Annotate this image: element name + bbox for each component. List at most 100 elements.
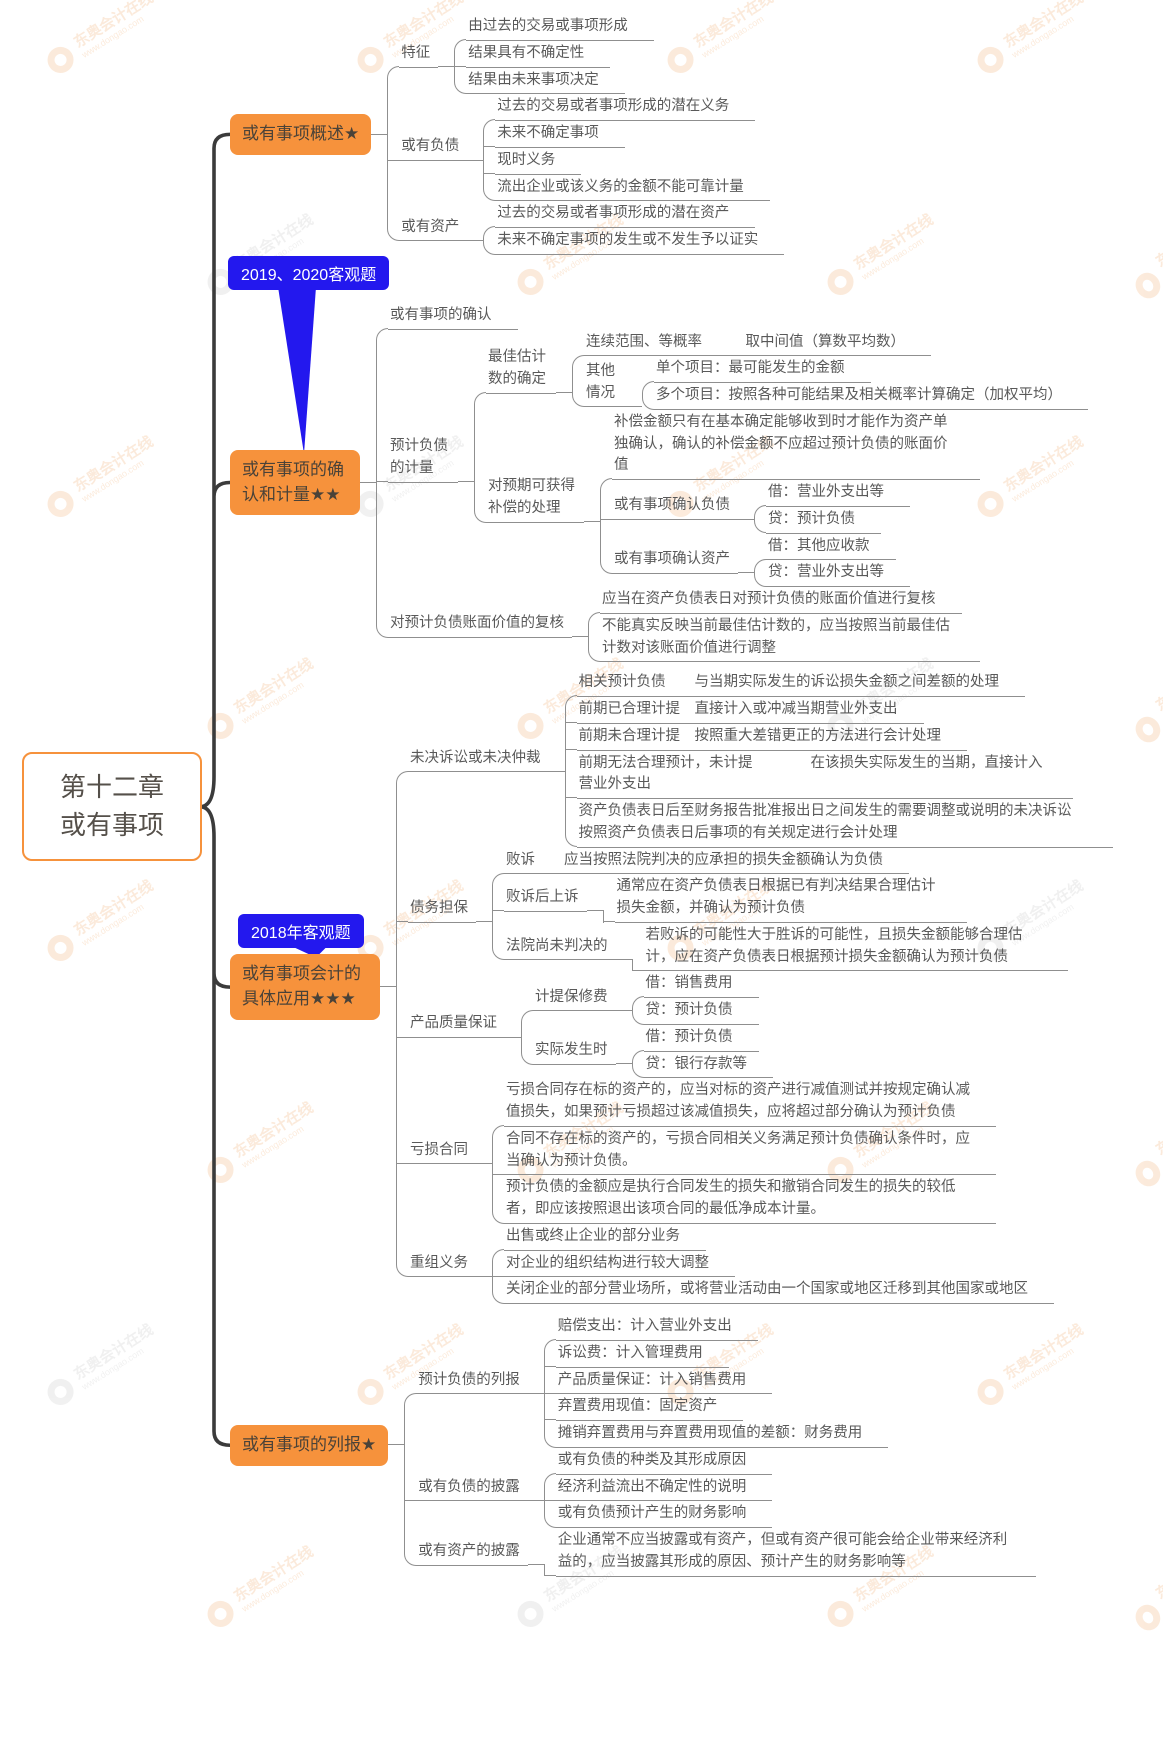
map-node: 流出企业或该义务的金额不能可靠计量 <box>483 175 770 202</box>
children-group: 通常应在资产负债表日根据已有判决结果合理估计损失金额，并确认为预计负债 <box>603 874 967 923</box>
map-node: 亏损合同 亏损合同存在标的资产的，应当对标的资产进行减值测试并按规定确认减值损失，… <box>396 1078 1113 1224</box>
map-node: 或有负债过去的交易或者事项形成的潜在义务未来不确定事项现时义务流出企业或该义务的… <box>387 94 784 202</box>
map-node: 实际发生时借：预计负债贷：银行存款等 <box>521 1025 773 1079</box>
leaf-label: 由过去的交易或事项形成 <box>466 14 654 41</box>
map-node: 未来不确定事项 <box>483 121 770 148</box>
map-node: 资产负债表日后至财务报告批准报出日之间发生的需要调整或说明的未决诉讼 按照资产负… <box>565 799 1113 848</box>
leaf-label: 弃置费用现值：固定资产 <box>555 1394 744 1421</box>
topic-label: 计提保修费 <box>533 985 616 1012</box>
map-node: 赔偿支出：计入营业外支出 <box>544 1314 889 1341</box>
leaf-label: 出售或终止企业的部分业务 <box>504 1224 706 1251</box>
map-node: 应当在资产负债表日对预计负债的账面价值进行复核 <box>588 587 980 614</box>
leaf-label: 摊销弃置费用与弃置费用现值的差额：财务费用 <box>555 1421 889 1448</box>
children-group: 单个项目：最可能发生的金额多个项目：按照各种可能结果及相关概率计算确定（加权平均… <box>642 356 1088 410</box>
leaf-label: 合同不存在标的资产的，亏损合同相关义务满足预计负债确认条件时，应当确认为预计负债… <box>504 1127 996 1176</box>
children-group: 或有事项的确认预计负债的计量最佳估计数的确定连续范围、等概率 取中间值（算数平均… <box>376 303 1088 663</box>
map-node: 未来不确定事项的发生或不发生予以证实 <box>483 228 785 255</box>
children-group: 企业通常不应当披露或有资产，但或有资产很可能会给企业带来经济利益的，应当披露其形… <box>544 1528 1036 1577</box>
map-node: 或有负债的披露或有负债的种类及其形成原因经济利益流出不确定性的说明或有负债预计产… <box>404 1448 1036 1528</box>
leaf-label: 或有事项的确认 <box>388 303 518 330</box>
leaf-label: 通常应在资产负债表日根据已有判决结果合理估计损失金额，并确认为预计负债 <box>614 874 967 923</box>
leaf-label: 不能真实反映当前最佳估计数的，应当按照当前最佳估计数对该账面价值进行调整 <box>600 614 980 663</box>
topic-label: 重组义务 <box>408 1251 476 1278</box>
leaf-label: 亏损合同存在标的资产的，应当对标的资产进行减值测试并按规定确认减值损失，如果预计… <box>504 1078 996 1127</box>
dongao-logo-icon <box>1131 1600 1163 1636</box>
leaf-label: 贷：营业外支出等 <box>766 560 910 587</box>
children-group: 预计负债的列报赔偿支出：计入营业外支出诉讼费：计入管理费用产品质量保证：计入销售… <box>404 1314 1036 1577</box>
topic-label: 或有事项确认负债 <box>612 493 738 521</box>
root-topic: 第十二章 或有事项 <box>22 752 202 862</box>
map-node: 或有资产的披露企业通常不应当披露或有资产，但或有资产很可能会给企业带来经济利益的… <box>404 1528 1036 1577</box>
leaf-label: 未来不确定事项的发生或不发生予以证实 <box>495 228 785 255</box>
map-node: 摊销弃置费用与弃置费用现值的差额：财务费用 <box>544 1421 889 1448</box>
map-node: 弃置费用现值：固定资产 <box>544 1394 889 1421</box>
topic-label: 亏损合同 <box>408 1138 476 1165</box>
leaf-label: 过去的交易或者事项形成的潜在资产 <box>495 201 756 228</box>
map-node: 经济利益流出不确定性的说明 <box>544 1475 773 1502</box>
leaf-label: 若败诉的可能性大于胜诉的可能性，且损失金额能够合理估计，应在资产负债表日根据预计… <box>643 923 1068 972</box>
leaf-label: 借：营业外支出等 <box>766 480 910 507</box>
leaf-label: 前期已合理计提 直接计入或冲减当期营业外支出 <box>576 697 924 724</box>
topic-label: 或有负债 <box>399 134 468 162</box>
leaf-label: 结果由未来事项决定 <box>466 68 625 95</box>
map-node: 过去的交易或者事项形成的潜在资产 <box>483 201 784 228</box>
children-group: 最佳估计数的确定连续范围、等概率 取中间值（算数平均数）其他情况单个项目：最可能… <box>474 330 1088 587</box>
leaf-label: 应当在资产负债表日对预计负债的账面价值进行复核 <box>600 587 962 614</box>
topic-label: 实际发生时 <box>533 1038 616 1065</box>
map-node: 败诉 应当按照法院判决的应承担的损失金额确认为负债 <box>492 848 1068 875</box>
map-node: 贷：营业外支出等 <box>754 560 910 587</box>
branch-node-1: 或有事项的确认和计量★★或有事项的确认预计负债的计量最佳估计数的确定连续范围、等… <box>230 303 1163 663</box>
branch-topic-label: 或有事项的确认和计量★★ <box>230 449 360 516</box>
map-node: 产品质量保证：计入销售费用 <box>544 1368 889 1395</box>
leaf-label: 贷：预计负债 <box>766 507 881 534</box>
children-group: 出售或终止企业的部分业务对企业的组织结构进行较大调整关闭企业的部分营业场所，或将… <box>492 1224 1054 1304</box>
map-node: 预计负债的金额应是执行合同发生的损失和撤销合同发生的损失的较低者，即应该按照退出… <box>492 1175 996 1224</box>
leaf-label: 企业通常不应当披露或有资产，但或有资产很可能会给企业带来经济利益的，应当披露其形… <box>555 1528 1036 1577</box>
children-group: 应当在资产负债表日对预计负债的账面价值进行复核不能真实反映当前最佳估计数的，应当… <box>588 587 980 663</box>
map-node: 特征由过去的交易或事项形成结果具有不确定性结果由未来事项决定 <box>387 14 784 95</box>
map-node: 借：销售费用 <box>632 971 759 998</box>
topic-label: 产品质量保证 <box>408 1011 505 1039</box>
leaf-label: 预计负债的金额应是执行合同发生的损失和撤销合同发生的损失的较低者，即应该按照退出… <box>504 1175 996 1224</box>
branch-node-3: 或有事项的列报★ 预计负债的列报赔偿支出：计入营业外支出诉讼费：计入管理费用产品质… <box>230 1314 1163 1577</box>
leaf-label: 贷：预计负债 <box>643 998 759 1025</box>
leaf-label: 资产负债表日后至财务报告批准报出日之间发生的需要调整或说明的未决诉讼 按照资产负… <box>576 799 1113 848</box>
leaf-label: 对企业的组织结构进行较大调整 <box>504 1251 735 1278</box>
map-node: 结果具有不确定性 <box>454 41 654 68</box>
children-group: 借：其他应收款贷：营业外支出等 <box>754 534 910 587</box>
map-node: 现时义务 <box>483 148 770 175</box>
map-node: 单个项目：最可能发生的金额 <box>642 356 1088 383</box>
map-node: 贷：预计负债 <box>632 998 759 1025</box>
map-node: 对预期可获得补偿的处理补偿金额只有在基本确定能够收到时才能作为资产单独确认，确认… <box>474 410 1088 587</box>
leaf-label: 流出企业或该义务的金额不能可靠计量 <box>495 175 770 202</box>
mindmap-tree: 或有事项概述★特征由过去的交易或事项形成结果具有不确定性结果由未来事项决定或有负… <box>230 14 1163 1577</box>
children-group: 过去的交易或者事项形成的潜在义务未来不确定事项现时义务流出企业或该义务的金额不能… <box>483 94 770 202</box>
map-node: 贷：预计负债 <box>754 507 910 534</box>
map-node: 诉讼费：计入管理费用 <box>544 1341 889 1368</box>
map-node: 借：其他应收款 <box>754 534 910 561</box>
leaf-label: 相关预计负债 与当期实际发生的诉讼损失金额之间差额的处理 <box>576 670 1025 697</box>
leaf-label: 现时义务 <box>495 148 582 175</box>
leaf-label: 经济利益流出不确定性的说明 <box>555 1475 773 1502</box>
callout-2019-2020-objective: 2019、2020客观题 <box>228 255 390 290</box>
map-node: 通常应在资产负债表日根据已有判决结果合理估计损失金额，并确认为预计负债 <box>603 874 967 923</box>
dongao-logo-icon <box>512 1595 549 1632</box>
map-node: 过去的交易或者事项形成的潜在义务 <box>483 94 770 121</box>
leaf-label: 关闭企业的部分营业场所，或将营业活动由一个国家或地区迁移到其他国家或地区 <box>504 1277 1054 1304</box>
children-group: 败诉 应当按照法院判决的应承担的损失金额确认为负债败诉后上诉通常应在资产负债表日… <box>492 848 1068 972</box>
topic-label: 或有负债的披露 <box>416 1475 528 1502</box>
map-node: 多个项目：按照各种可能结果及相关概率计算确定（加权平均） <box>642 383 1088 410</box>
topic-label: 或有事项确认资产 <box>612 547 738 574</box>
leaf-label: 诉讼费：计入管理费用 <box>555 1341 729 1368</box>
topic-label: 最佳估计数的确定 <box>486 345 556 394</box>
leaf-label: 借：销售费用 <box>643 971 759 998</box>
leaf-label: 结果具有不确定性 <box>466 41 611 68</box>
map-node: 或有事项的确认 <box>376 303 1088 330</box>
map-node: 重组义务出售或终止企业的部分业务对企业的组织结构进行较大调整关闭企业的部分营业场… <box>396 1224 1113 1304</box>
branch-topic-label: 或有事项的列报★ <box>230 1424 389 1466</box>
map-node: 贷：银行存款等 <box>632 1052 773 1079</box>
topic-label: 预计负债的计量 <box>388 434 458 483</box>
topic-label: 其他情况 <box>584 359 626 408</box>
children-group: 赔偿支出：计入营业外支出诉讼费：计入管理费用产品质量保证：计入销售费用弃置费用现… <box>544 1314 889 1448</box>
map-node: 或有负债预计产生的财务影响 <box>544 1501 773 1528</box>
